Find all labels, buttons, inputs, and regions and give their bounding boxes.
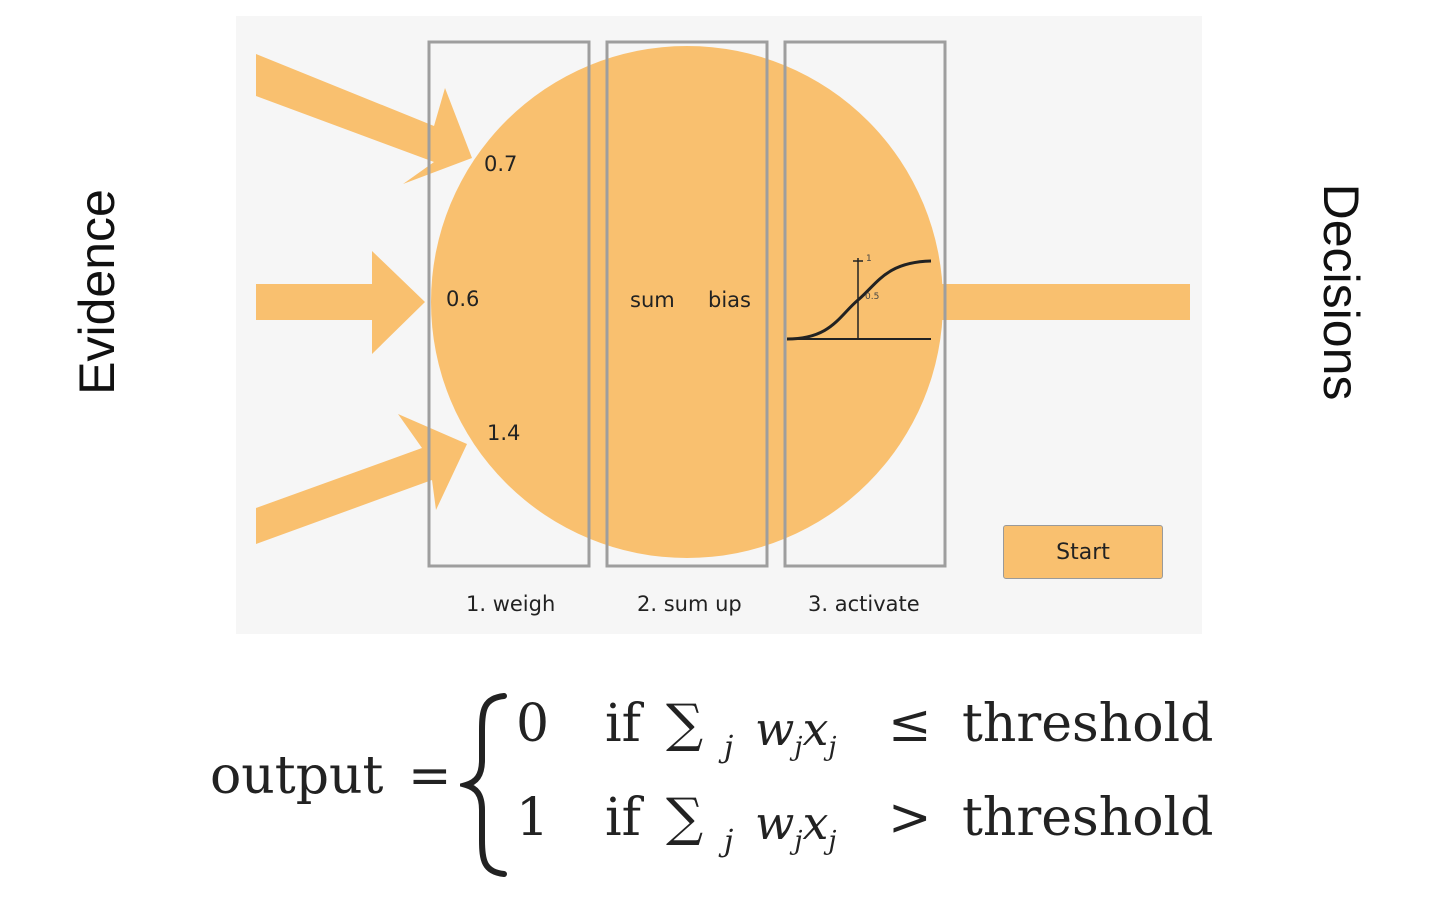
weight-label: 1.4 [487, 421, 521, 445]
activation-sigmoid-curve [786, 259, 932, 341]
case-if-0: if [605, 694, 641, 754]
case-operator-1: > [888, 788, 932, 848]
case-if-1: if [605, 788, 641, 848]
formula-lhs: output [210, 746, 384, 806]
case-expression-1: wjxj [755, 796, 837, 857]
sum-label: sum [630, 288, 675, 312]
case-sum-symbol-0: ∑ [666, 694, 704, 754]
case-value-1: 1 [516, 788, 550, 848]
weight-label: 0.6 [446, 287, 480, 311]
output-arrow [936, 284, 1190, 320]
output-formula: output = 0 if ∑ j wjxj ≤ threshold 1 if … [210, 690, 1214, 880]
formula-equals: = [408, 746, 452, 806]
activate-frame [783, 40, 947, 568]
left-brace-icon [460, 693, 507, 877]
step-label-weigh: 1. weigh [466, 592, 556, 616]
input-arrow-middle [256, 251, 425, 354]
activation-tick-label-1: 1 [866, 254, 872, 264]
neuron-body [431, 46, 943, 558]
input-arrow-bottom [256, 414, 467, 544]
weight-label: 0.7 [484, 152, 518, 176]
start-button[interactable]: Start [1003, 525, 1163, 579]
case-threshold-0: threshold [962, 694, 1214, 754]
decisions-label: Decisions [1313, 183, 1369, 401]
case-expression-0: wjxj [755, 702, 837, 763]
case-operator-0: ≤ [888, 694, 932, 754]
neuron-graphic [256, 40, 1190, 568]
weigh-frame [427, 40, 591, 568]
case-sum-symbol-1: ∑ [666, 788, 704, 848]
step-label-activate: 3. activate [808, 592, 920, 616]
evidence-label: Evidence [69, 189, 125, 395]
activation-tick-label-half: 0.5 [865, 292, 880, 302]
input-arrow-top [256, 54, 472, 184]
step-label-sum-up: 2. sum up [637, 592, 742, 616]
case-sum-index-1: j [724, 824, 734, 859]
case-threshold-1: threshold [962, 788, 1214, 848]
neuron-diagram: 1 0.5 0.7 0.6 1.4 sum bias 1. weigh 2. s… [236, 16, 1202, 634]
case-sum-index-0: j [724, 730, 734, 765]
sum-frame [605, 40, 769, 568]
bias-label: bias [708, 288, 751, 312]
case-value-0: 0 [516, 694, 550, 754]
